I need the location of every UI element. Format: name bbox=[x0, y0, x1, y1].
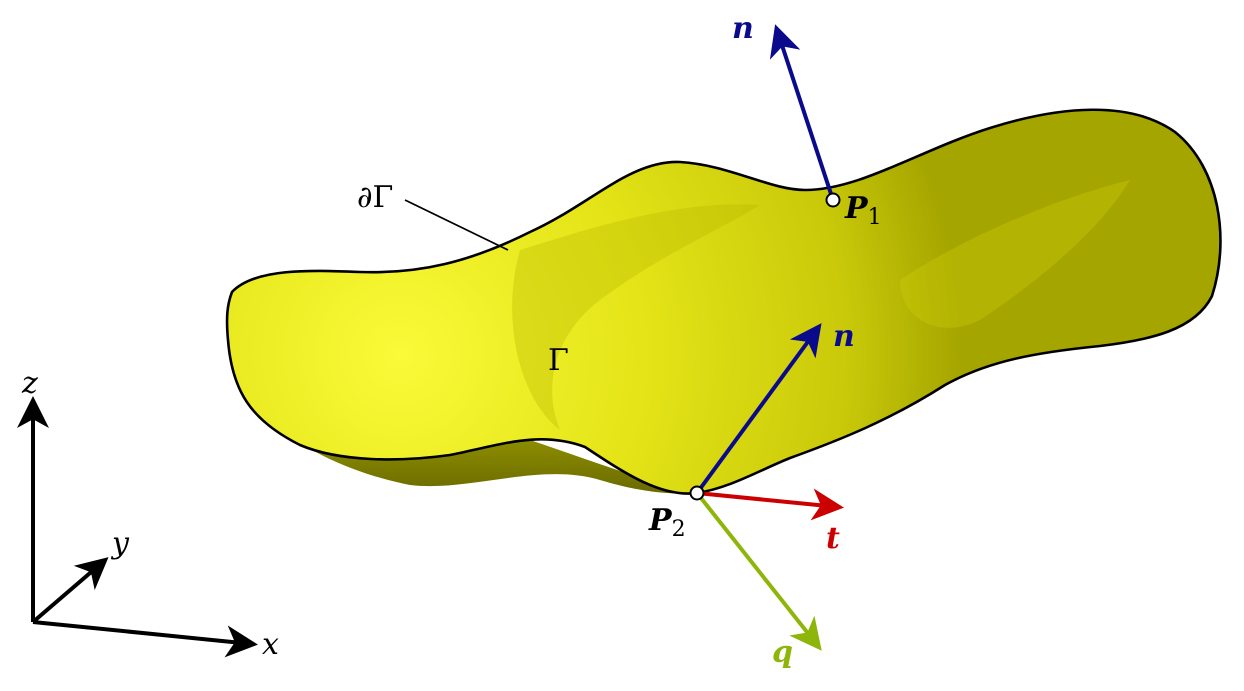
surface-gamma bbox=[225, 108, 1222, 495]
axis-x-arrow bbox=[32, 620, 258, 658]
surface-fold-shading-right bbox=[900, 180, 1130, 328]
boundary-label: ∂Γ bbox=[357, 180, 393, 215]
surface-fold-shading bbox=[512, 204, 760, 430]
axis-x-label: x bbox=[262, 627, 279, 662]
axis-y-label: y bbox=[110, 526, 130, 561]
axis-z-label: z bbox=[21, 366, 38, 401]
axis-y-arrow bbox=[31, 557, 109, 624]
normal-vector-p1 bbox=[769, 24, 835, 201]
normal-label-bottom: n bbox=[833, 319, 855, 354]
point-p1-label: P1 bbox=[844, 191, 882, 230]
point-p2-label: P2 bbox=[648, 503, 686, 542]
tangent-label: t bbox=[826, 521, 840, 556]
conormal-vector bbox=[695, 491, 822, 651]
point-p2-marker bbox=[689, 485, 705, 501]
point-p1-marker bbox=[825, 192, 841, 208]
conormal-label: q bbox=[772, 635, 793, 670]
boundary-leader-line bbox=[404, 199, 509, 251]
normal-label-top: n bbox=[732, 11, 754, 46]
normal-vector-p2 bbox=[695, 323, 822, 495]
tangent-vector bbox=[696, 488, 844, 521]
surface-label: Γ bbox=[548, 343, 569, 378]
